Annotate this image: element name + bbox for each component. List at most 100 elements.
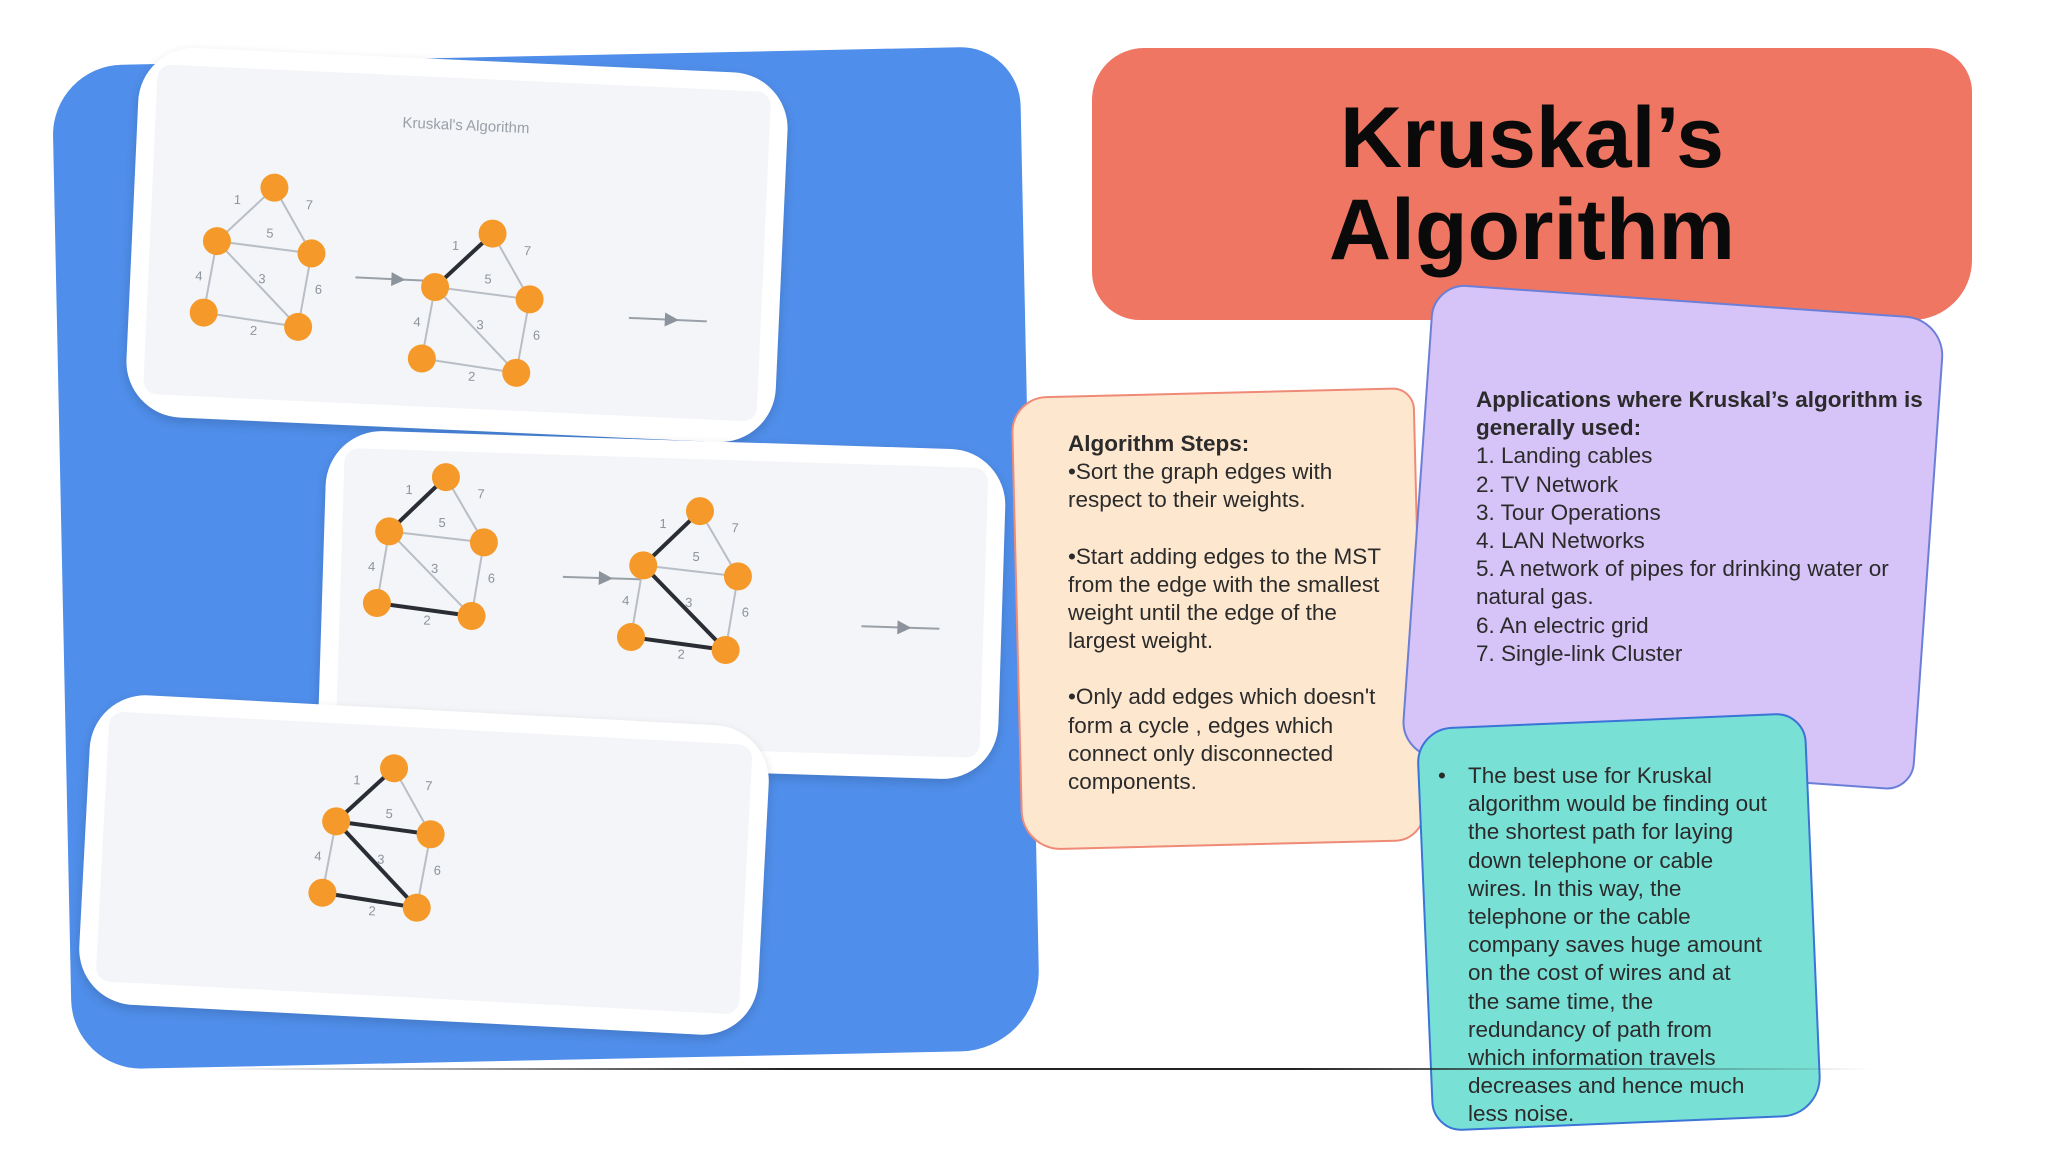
- edge-weight-label: 1: [659, 516, 667, 531]
- edge-weight-label: 6: [315, 282, 323, 297]
- steps-item-2: •Start adding edges to the MST from the …: [1068, 543, 1381, 654]
- edge-e3-selected: [641, 563, 728, 652]
- edge-weight-label: 5: [385, 806, 393, 821]
- edge-e3: [388, 530, 473, 617]
- edge-weight-label: 6: [488, 571, 496, 586]
- graph-node: [478, 219, 507, 248]
- edge-weight-label: 4: [195, 268, 203, 283]
- title-banner: Kruskal’s Algorithm: [1092, 48, 1972, 320]
- best-use-text: • The best use for Kruskal algorithm wou…: [1438, 762, 1768, 1129]
- graph-node: [402, 893, 431, 922]
- graph-node: [297, 239, 326, 268]
- edge-weight-label: 1: [405, 482, 413, 497]
- edge-e5: [643, 564, 739, 578]
- steps-item-3: •Only add edges which doesn't form a cyc…: [1068, 684, 1376, 795]
- arrow-icon: [861, 620, 940, 635]
- graph-node: [502, 358, 531, 387]
- edge-weight-label: 4: [314, 848, 322, 863]
- edge-weight-label: 1: [234, 192, 242, 207]
- graph-node: [407, 344, 436, 373]
- graph-node: [416, 820, 445, 849]
- edge-e3: [434, 286, 517, 374]
- arrow-icon: [628, 312, 707, 327]
- edge-e2: [421, 357, 517, 374]
- edge-weight-label: 3: [431, 561, 439, 576]
- graph-node: [616, 623, 645, 652]
- steps-item-1: •Sort the graph edges with respect to th…: [1068, 459, 1333, 513]
- steps-header: Algorithm Steps:: [1068, 431, 1250, 456]
- edge-weight-label: 7: [305, 197, 313, 212]
- graph-node: [685, 497, 714, 526]
- applications-item: 2. TV Network: [1476, 471, 1619, 497]
- edge-weight-label: 1: [452, 238, 460, 253]
- edge-weight-label: 5: [266, 225, 274, 240]
- edge-weight-label: 7: [523, 243, 531, 258]
- edge-weight-label: 3: [685, 595, 693, 610]
- edge-e3-selected: [334, 819, 419, 910]
- edge-weight-label: 6: [742, 605, 750, 620]
- edge-weight-label: 2: [468, 369, 476, 384]
- arrow-head: [598, 571, 613, 585]
- edge-weight-label: 2: [368, 903, 376, 918]
- applications-item: 3. Tour Operations: [1476, 499, 1661, 525]
- graph-node: [308, 878, 337, 907]
- graph-node: [380, 754, 409, 783]
- graph-node: [189, 298, 218, 327]
- edge-weight-label: 6: [533, 328, 541, 343]
- graph-node: [322, 807, 351, 836]
- graph-node: [202, 227, 231, 256]
- arrow-icon: [355, 272, 434, 287]
- arrow-head: [391, 272, 406, 287]
- graph-node: [431, 463, 460, 492]
- arrow-head: [897, 620, 912, 635]
- applications-text: Applications where Kruskal’s algorithm i…: [1476, 386, 1936, 668]
- edge-weight-label: 4: [413, 314, 421, 329]
- applications-item: 4. LAN Networks: [1476, 528, 1645, 554]
- page-title: Kruskal’s Algorithm: [1329, 92, 1735, 276]
- edge-weight-label: 7: [731, 520, 739, 535]
- title-line-2: Algorithm: [1328, 182, 1736, 278]
- edge-e5: [434, 286, 530, 301]
- graph-node: [629, 551, 658, 580]
- graph-step-3: 1 7 5 4 3 6 2: [616, 497, 752, 665]
- graph-node: [375, 517, 404, 546]
- edge-weight-label: 1: [353, 772, 361, 787]
- edge-weight-label: 6: [433, 863, 441, 878]
- edge-weight-label: 3: [258, 271, 266, 286]
- edge-weight-label: 5: [692, 549, 700, 564]
- applications-item: 1. Landing cables: [1476, 443, 1653, 469]
- graph-node: [284, 312, 313, 341]
- graph-node: [362, 589, 391, 618]
- title-line-1: Kruskal’s: [1339, 90, 1724, 186]
- graph-node: [457, 602, 486, 631]
- edge-e5-selected: [335, 819, 431, 837]
- edge-e5: [389, 530, 484, 544]
- graph-node: [469, 528, 498, 557]
- best-use-body: The best use for Kruskal algorithm would…: [1468, 763, 1767, 1127]
- edge-weight-label: 4: [622, 593, 630, 608]
- graph-node: [421, 273, 450, 302]
- divider-line: [208, 1068, 1872, 1070]
- edge-weight-label: 7: [477, 486, 485, 501]
- edge-weight-label: 3: [476, 317, 484, 332]
- bullet-icon: •: [1438, 763, 1446, 788]
- graph-node: [515, 285, 544, 314]
- steps-text: Algorithm Steps: •Sort the graph edges w…: [1068, 430, 1398, 824]
- graph-card-2-svg: 1 7 5 4 3 6 2 1 7 5 4 3 6 2: [362, 463, 940, 665]
- edge-weight-label: 2: [423, 613, 431, 628]
- edge-e2-selected: [376, 601, 472, 619]
- applications-header: Applications where Kruskal’s algorithm i…: [1476, 387, 1923, 441]
- applications-item: 7. Single-link Cluster: [1476, 640, 1683, 666]
- graph-node: [260, 173, 289, 202]
- edge-weight-label: 2: [677, 647, 685, 662]
- edge-weight-label: 4: [368, 559, 376, 574]
- graph-card-2: 1 7 5 4 3 6 2 1 7 5 4 3 6 2: [316, 429, 1008, 781]
- graph-node: [711, 636, 740, 665]
- arrow-icon: [562, 571, 641, 585]
